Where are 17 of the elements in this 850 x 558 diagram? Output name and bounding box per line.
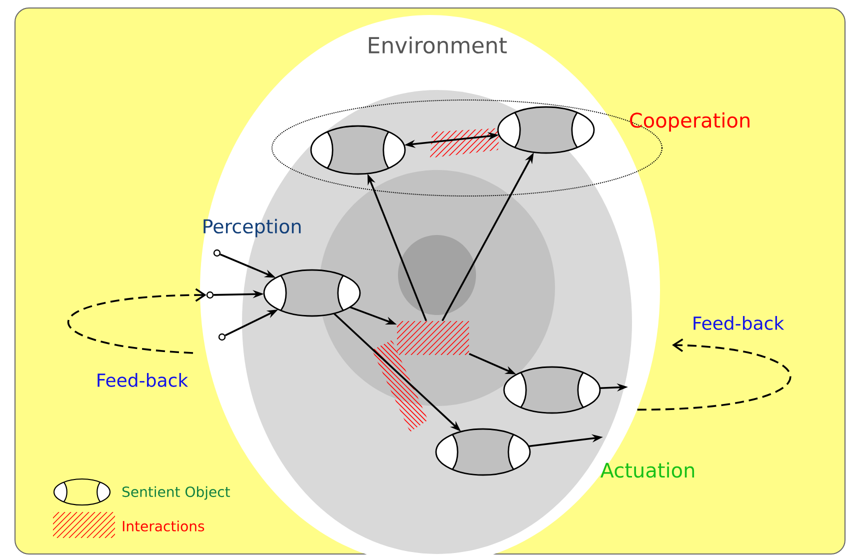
legend-text: Sentient Object <box>122 486 230 500</box>
label: Perception <box>204 218 301 238</box>
feedback-arrow <box>68 288 206 354</box>
sentient-object <box>263 269 361 317</box>
label: Actuation <box>600 462 694 478</box>
label: Feed-back <box>694 316 784 330</box>
interaction-hatch <box>397 321 469 355</box>
legend-text: Interactions <box>122 520 204 532</box>
sentient-object <box>503 366 601 414</box>
input-terminal <box>218 333 226 341</box>
feedback-arrow <box>637 338 792 411</box>
sentient-object <box>435 428 531 476</box>
sentient-object <box>497 106 595 154</box>
input-terminal <box>213 249 221 257</box>
label: Feed-back <box>98 373 188 387</box>
input-terminal <box>206 291 214 299</box>
sentient-object <box>310 125 406 175</box>
